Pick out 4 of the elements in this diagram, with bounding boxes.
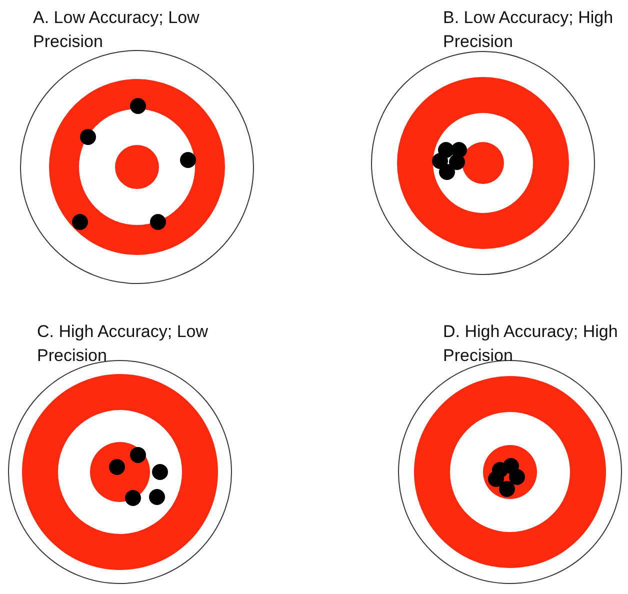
panel-heading: A. Low Accuracy; Low Precision	[33, 7, 200, 53]
panel-heading: B. Low Accuracy; High Precision	[443, 7, 614, 53]
panel-heading: C. High Accuracy; Low Precision	[37, 321, 210, 367]
panel-heading: D. High Accuracy; High Precision	[443, 321, 619, 367]
